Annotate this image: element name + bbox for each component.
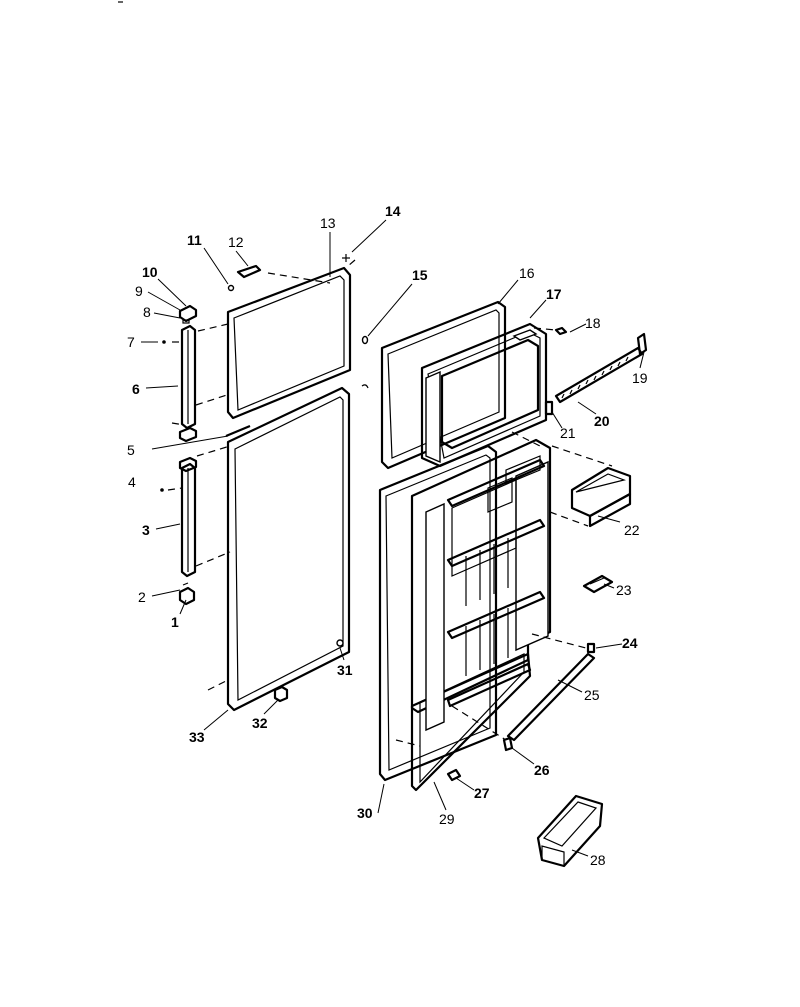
callout-8: 8 (143, 304, 151, 320)
fresh-food-door-liner (410, 438, 552, 792)
callout-22: 22 (624, 522, 640, 538)
fresh-food-door-outer-panel (226, 386, 351, 712)
lower-hinge (178, 582, 196, 606)
bushing-31 (336, 639, 344, 647)
callout-30: 30 (357, 805, 373, 821)
stop-32 (273, 685, 289, 703)
callout-13: 13 (320, 215, 336, 231)
end-cap-24 (586, 642, 596, 654)
callout-1: 1 (171, 614, 179, 630)
callout-29: 29 (439, 811, 455, 827)
assembly-lines-right (395, 327, 613, 747)
callout-16: 16 (519, 265, 535, 281)
callout-15: 15 (412, 267, 428, 283)
freezer-door-outer-panel (226, 266, 352, 420)
screw-27 (446, 768, 462, 782)
callout-33: 33 (189, 729, 205, 745)
shelf-rail (554, 332, 648, 404)
screw-7 (162, 340, 166, 344)
callout-4: 4 (128, 474, 136, 490)
screw-14 (342, 254, 350, 262)
callout-26: 26 (534, 762, 550, 778)
callout-21: 21 (560, 425, 576, 441)
callout-24: 24 (622, 635, 638, 651)
callout-23: 23 (616, 582, 632, 598)
freezer-door-gasket (380, 300, 507, 470)
callout-18: 18 (585, 315, 601, 331)
callout-19: 19 (632, 370, 648, 386)
callout-28: 28 (590, 852, 606, 868)
callout-25: 25 (584, 687, 600, 703)
rail-clip-21 (544, 400, 554, 416)
door-bin-22 (570, 466, 632, 528)
callout-12: 12 (228, 234, 244, 250)
plug-15 (361, 335, 369, 345)
screw-18 (554, 326, 568, 336)
strip-5 (225, 424, 251, 438)
plug-mid (361, 384, 369, 389)
callout-10: 10 (142, 264, 158, 280)
lower-door-handle (180, 462, 197, 578)
leader-lines (141, 219, 645, 857)
callout-31: 31 (337, 662, 353, 678)
callout-6: 6 (132, 381, 140, 397)
door-bin-28 (536, 794, 604, 868)
handle-end-caps-upper (178, 304, 198, 443)
callout-numbers: 1 2 3 4 5 6 7 8 9 10 11 12 13 14 15 16 1… (127, 203, 648, 868)
callout-7: 7 (127, 334, 135, 350)
upper-door-handle (180, 324, 197, 430)
trim-12 (236, 264, 262, 279)
callout-20: 20 (594, 413, 610, 429)
assembly-lines-left (167, 259, 356, 691)
callout-32: 32 (252, 715, 268, 731)
freezer-door-liner (420, 322, 548, 468)
fresh-food-door-gasket (378, 444, 498, 782)
callout-17: 17 (546, 286, 562, 302)
clip-23 (582, 574, 614, 594)
handle-end-cap-lower (178, 456, 198, 473)
callout-9: 9 (135, 283, 143, 299)
callout-14: 14 (385, 203, 401, 219)
screw-11 (227, 284, 235, 292)
callout-11: 11 (187, 232, 202, 248)
callout-27: 27 (474, 785, 490, 801)
callout-5: 5 (127, 442, 135, 458)
screw-4 (160, 488, 164, 492)
callout-3: 3 (142, 522, 150, 538)
callout-2: 2 (138, 589, 146, 605)
